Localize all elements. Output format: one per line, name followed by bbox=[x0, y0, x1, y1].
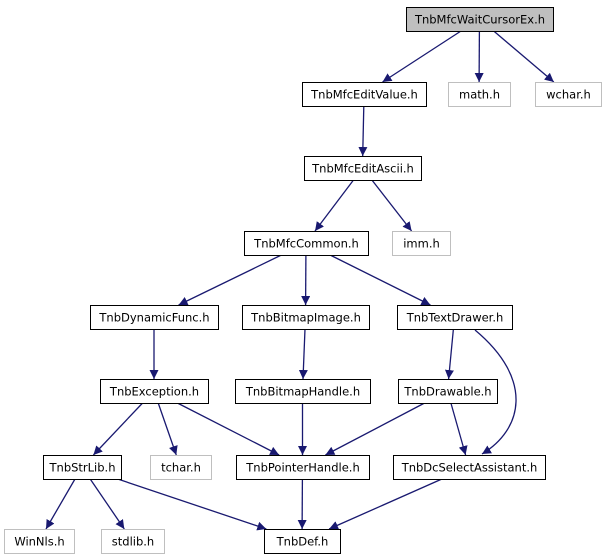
node-imm-box bbox=[392, 231, 451, 256]
node-strlib-label: TnbStrLib.h bbox=[49, 461, 116, 475]
edge-editvalue-to-editascii bbox=[358, 105, 368, 157]
node-wait-label: TnbMfcWaitCursorEx.h bbox=[414, 13, 545, 27]
node-wchar: wchar.h bbox=[535, 82, 602, 107]
edge-dcselect-to-def bbox=[328, 478, 443, 530]
node-editascii-box[interactable] bbox=[304, 156, 422, 181]
node-common-label: TnbMfcCommon.h bbox=[253, 237, 359, 251]
node-ptrhandle[interactable]: TnbPointerHandle.h bbox=[236, 455, 370, 480]
edges-layer bbox=[45, 30, 555, 531]
node-math-label: math.h bbox=[459, 88, 500, 102]
edge-bmpimage-to-bmphandle bbox=[298, 328, 308, 380]
node-editvalue-box[interactable] bbox=[302, 82, 427, 107]
edge-editascii-to-common bbox=[314, 179, 355, 232]
node-imm: imm.h bbox=[392, 231, 451, 256]
node-wait-box[interactable] bbox=[406, 7, 554, 32]
node-winnls: WinNls.h bbox=[4, 529, 75, 554]
node-winnls-box bbox=[4, 529, 75, 554]
node-tchar-label: tchar.h bbox=[161, 461, 201, 475]
node-tchar-box bbox=[150, 455, 212, 480]
node-dynfunc[interactable]: TnbDynamicFunc.h bbox=[90, 305, 219, 330]
node-stdlib: stdlib.h bbox=[101, 529, 165, 554]
node-strlib-box[interactable] bbox=[43, 455, 122, 480]
node-wchar-label: wchar.h bbox=[546, 88, 591, 102]
node-exception-label: TnbException.h bbox=[109, 385, 199, 399]
edge-common-to-textdrawer bbox=[329, 254, 431, 306]
node-drawable[interactable]: TnbDrawable.h bbox=[398, 379, 498, 404]
node-tchar: tchar.h bbox=[150, 455, 212, 480]
node-editascii[interactable]: TnbMfcEditAscii.h bbox=[304, 156, 422, 181]
edge-editascii-to-imm bbox=[371, 179, 413, 232]
edge-drawable-to-ptrhandle bbox=[325, 402, 425, 456]
node-bmphandle-box[interactable] bbox=[235, 379, 371, 404]
node-dynfunc-label: TnbDynamicFunc.h bbox=[98, 311, 209, 325]
node-dynfunc-box[interactable] bbox=[90, 305, 219, 330]
node-math: math.h bbox=[448, 82, 511, 107]
node-ptrhandle-box[interactable] bbox=[236, 455, 370, 480]
node-bmphandle[interactable]: TnbBitmapHandle.h bbox=[235, 379, 371, 404]
node-textdrawer-label: TnbTextDrawer.h bbox=[406, 311, 504, 325]
node-dcselect-box[interactable] bbox=[393, 455, 546, 480]
node-def[interactable]: TnbDef.h bbox=[264, 529, 341, 554]
node-wait[interactable]: TnbMfcWaitCursorEx.h bbox=[406, 7, 554, 32]
node-strlib[interactable]: TnbStrLib.h bbox=[43, 455, 122, 480]
node-drawable-label: TnbDrawable.h bbox=[403, 385, 491, 399]
node-editascii-label: TnbMfcEditAscii.h bbox=[311, 162, 414, 176]
node-editvalue[interactable]: TnbMfcEditValue.h bbox=[302, 82, 427, 107]
edge-common-to-dynfunc bbox=[178, 254, 282, 306]
edge-exception-to-strlib bbox=[92, 402, 144, 456]
node-ptrhandle-label: TnbPointerHandle.h bbox=[245, 461, 359, 475]
node-def-box[interactable] bbox=[264, 529, 341, 554]
node-common-box[interactable] bbox=[244, 231, 369, 256]
node-bmpimage[interactable]: TnbBitmapImage.h bbox=[242, 305, 370, 330]
edge-strlib-to-winnls bbox=[45, 478, 76, 530]
edge-wait-to-wchar bbox=[493, 30, 555, 83]
edge-textdrawer-to-dcselect bbox=[474, 329, 517, 455]
node-dcselect-label: TnbDcSelectAssistant.h bbox=[401, 461, 538, 475]
node-winnls-label: WinNls.h bbox=[14, 535, 64, 549]
node-def-label: TnbDef.h bbox=[276, 535, 329, 549]
node-exception[interactable]: TnbException.h bbox=[100, 379, 209, 404]
node-bmpimage-label: TnbBitmapImage.h bbox=[250, 311, 361, 325]
node-editvalue-label: TnbMfcEditValue.h bbox=[310, 88, 418, 102]
node-math-box bbox=[448, 82, 511, 107]
node-common[interactable]: TnbMfcCommon.h bbox=[244, 231, 369, 256]
edge-drawable-to-dcselect bbox=[450, 402, 468, 456]
node-imm-label: imm.h bbox=[403, 237, 440, 251]
edge-textdrawer-to-drawable bbox=[444, 328, 455, 380]
node-bmphandle-label: TnbBitmapHandle.h bbox=[245, 385, 360, 399]
node-bmpimage-box[interactable] bbox=[242, 305, 370, 330]
node-exception-box[interactable] bbox=[100, 379, 209, 404]
node-stdlib-box bbox=[101, 529, 165, 554]
node-wchar-box bbox=[535, 82, 602, 107]
node-drawable-box[interactable] bbox=[398, 379, 498, 404]
edge-wait-to-editvalue bbox=[382, 30, 462, 83]
edge-strlib-to-stdlib bbox=[89, 478, 125, 530]
edge-exception-to-tchar bbox=[157, 402, 178, 456]
node-stdlib-label: stdlib.h bbox=[112, 535, 154, 549]
edge-exception-to-ptrhandle bbox=[177, 402, 280, 456]
node-textdrawer-box[interactable] bbox=[397, 305, 513, 330]
edge-strlib-to-def bbox=[117, 478, 267, 531]
node-textdrawer[interactable]: TnbTextDrawer.h bbox=[397, 305, 513, 330]
node-dcselect[interactable]: TnbDcSelectAssistant.h bbox=[393, 455, 546, 480]
